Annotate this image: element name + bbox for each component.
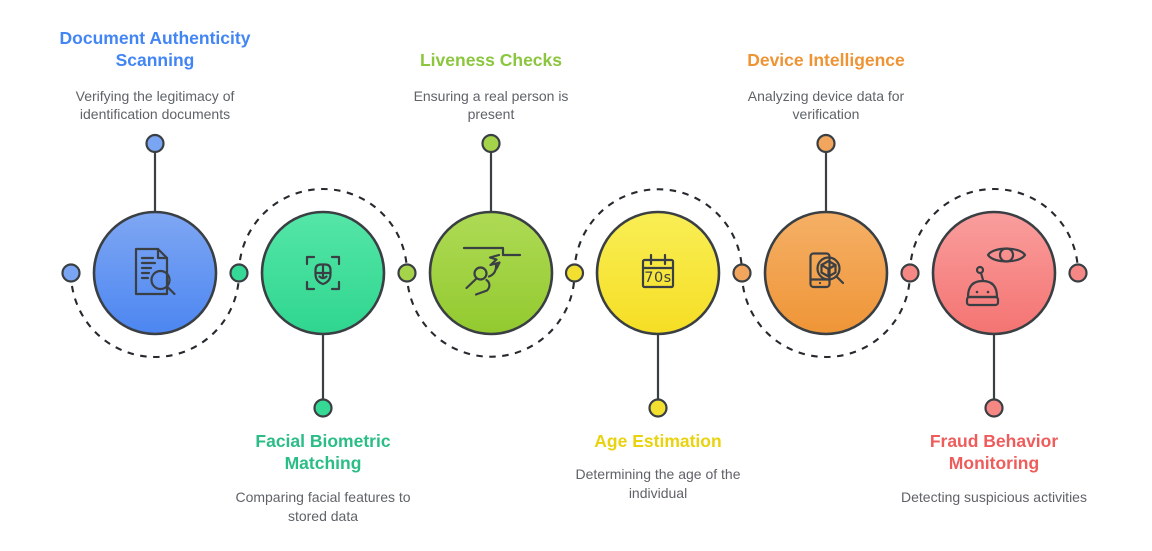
person-climbing-icon bbox=[462, 246, 522, 296]
rail-dot-1 bbox=[61, 263, 81, 283]
dashed-arc-6 bbox=[908, 188, 1080, 274]
rail-dot-7 bbox=[1068, 263, 1088, 283]
rail-dot-3 bbox=[397, 263, 417, 283]
label-dot-2 bbox=[313, 398, 333, 418]
node-description: Determining the age of the individual bbox=[575, 466, 741, 502]
node-circle-age bbox=[595, 210, 721, 336]
age-calendar-icon: 70s bbox=[641, 253, 675, 289]
rail-dot-2 bbox=[229, 263, 249, 283]
node-description: Detecting suspicious activities bbox=[901, 488, 1087, 505]
node-circle-device bbox=[763, 210, 889, 336]
label-dot-4 bbox=[648, 398, 668, 418]
node-title: Device Intelligence bbox=[747, 50, 905, 71]
node-circle-fraud bbox=[931, 210, 1057, 336]
document-search-icon bbox=[134, 247, 176, 296]
rail-dot-5 bbox=[732, 263, 752, 283]
rail-dot-4 bbox=[564, 263, 585, 283]
node-label-fraud: Fraud Behavior Monitoring Detecting susp… bbox=[864, 430, 1124, 507]
label-dot-1 bbox=[145, 133, 165, 154]
node-label-liveness: Liveness Checks Ensuring a real person i… bbox=[361, 12, 621, 124]
node-title: Fraud Behavior Monitoring bbox=[929, 431, 1059, 474]
age-calendar-text: 70s bbox=[644, 270, 672, 286]
node-circle-liveness bbox=[428, 210, 554, 336]
node-title: Document Authenticity Scanning bbox=[59, 27, 251, 71]
label-connectors bbox=[145, 133, 1004, 418]
dashed-arcs bbox=[69, 188, 1080, 358]
label-dot-6 bbox=[984, 398, 1004, 418]
node-description: Comparing facial features to stored data bbox=[235, 488, 411, 524]
node-description: Ensuring a real person is present bbox=[413, 87, 569, 123]
node-title: Facial Biometric Matching bbox=[255, 431, 391, 474]
device-search-icon bbox=[809, 252, 845, 289]
dashed-arc-1 bbox=[69, 272, 241, 358]
node-description: Verifying the legitimacy of identificati… bbox=[75, 87, 235, 123]
dashed-arc-3 bbox=[405, 272, 576, 358]
rail-dots bbox=[61, 263, 1088, 283]
dashed-arc-4 bbox=[573, 188, 744, 274]
node-label-document: Document Authenticity Scanning Verifying… bbox=[25, 12, 285, 124]
label-dot-5 bbox=[816, 133, 836, 154]
node-label-facial: Facial Biometric Matching Comparing faci… bbox=[193, 430, 453, 525]
face-scan-icon bbox=[305, 255, 341, 291]
node-title: Age Estimation bbox=[594, 431, 722, 451]
fraud-eye-robot-icon bbox=[965, 247, 1027, 307]
node-label-age: Age Estimation Determining the age of th… bbox=[528, 430, 788, 503]
node-description: Analyzing device data for verification bbox=[747, 87, 905, 123]
dashed-arc-2 bbox=[237, 188, 409, 274]
node-label-device: Device Intelligence Analyzing device dat… bbox=[696, 12, 956, 124]
rail-dot-6 bbox=[900, 263, 920, 283]
dashed-arc-5 bbox=[740, 272, 912, 358]
node-title: Liveness Checks bbox=[419, 50, 563, 71]
label-dot-3 bbox=[481, 133, 501, 154]
